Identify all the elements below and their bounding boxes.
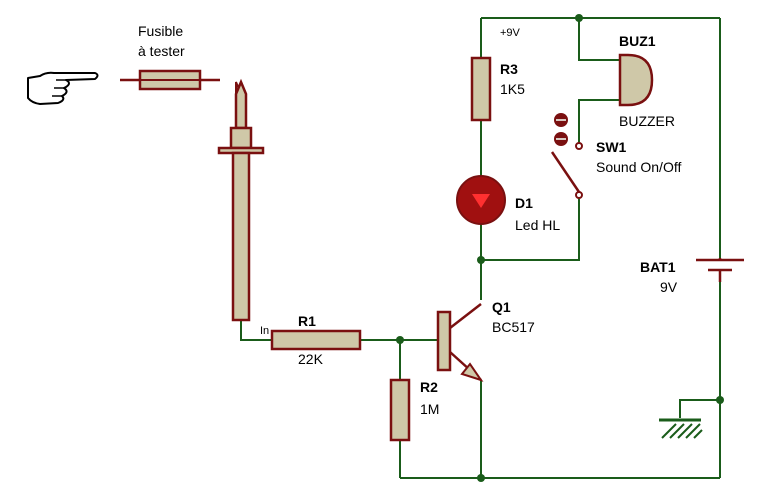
resistor-r3: [470, 56, 492, 122]
pointing-hand-icon: [27, 71, 99, 105]
bat1-ref: BAT1: [640, 259, 676, 275]
fuse-label-line2: à tester: [138, 43, 185, 59]
r3-ref: R3: [500, 61, 518, 77]
ground-icon: [659, 418, 703, 439]
buz1-value: BUZZER: [619, 113, 675, 129]
d1-value: Led HL: [515, 217, 560, 233]
q1-ref: Q1: [492, 299, 511, 315]
net-in-label: In: [260, 325, 269, 337]
wire-ground-symbol: [679, 399, 720, 418]
battery-bat1: [696, 258, 744, 282]
junction-dot: [477, 474, 485, 482]
r1-value: 22K: [298, 351, 324, 367]
sw1-ref: SW1: [596, 139, 627, 155]
junction-dot: [396, 336, 404, 344]
wire-buzzer-bottom: [578, 99, 620, 143]
junction-dot: [575, 14, 583, 22]
wire-buzzer-top: [578, 18, 620, 61]
q1-value: BC517: [492, 319, 535, 335]
net-vcc-label: +9V: [500, 27, 521, 39]
transistor-q1: [436, 303, 484, 382]
d1-ref: D1: [515, 195, 533, 211]
buzzer-buz1: [618, 53, 654, 107]
r3-value: 1K5: [500, 81, 525, 97]
buz1-ref: BUZ1: [619, 33, 656, 49]
sw1-value: Sound On/Off: [596, 159, 681, 175]
led-d1: [456, 175, 506, 225]
fuse-component: [120, 69, 220, 91]
junctions: [396, 14, 724, 482]
wire-node-switch: [481, 198, 580, 261]
switch-sw1: [550, 113, 583, 199]
bat1-value: 9V: [660, 279, 678, 295]
r1-ref: R1: [298, 313, 316, 329]
wire-probe-r1: [240, 320, 272, 341]
fuse-label-line1: Fusible: [138, 23, 183, 39]
junction-dot: [477, 256, 485, 264]
test-probe: [217, 78, 265, 322]
r2-ref: R2: [420, 379, 438, 395]
resistor-r2: [389, 378, 411, 442]
junction-dot: [716, 396, 724, 404]
resistor-r1: [270, 329, 362, 351]
r2-value: 1M: [420, 401, 439, 417]
